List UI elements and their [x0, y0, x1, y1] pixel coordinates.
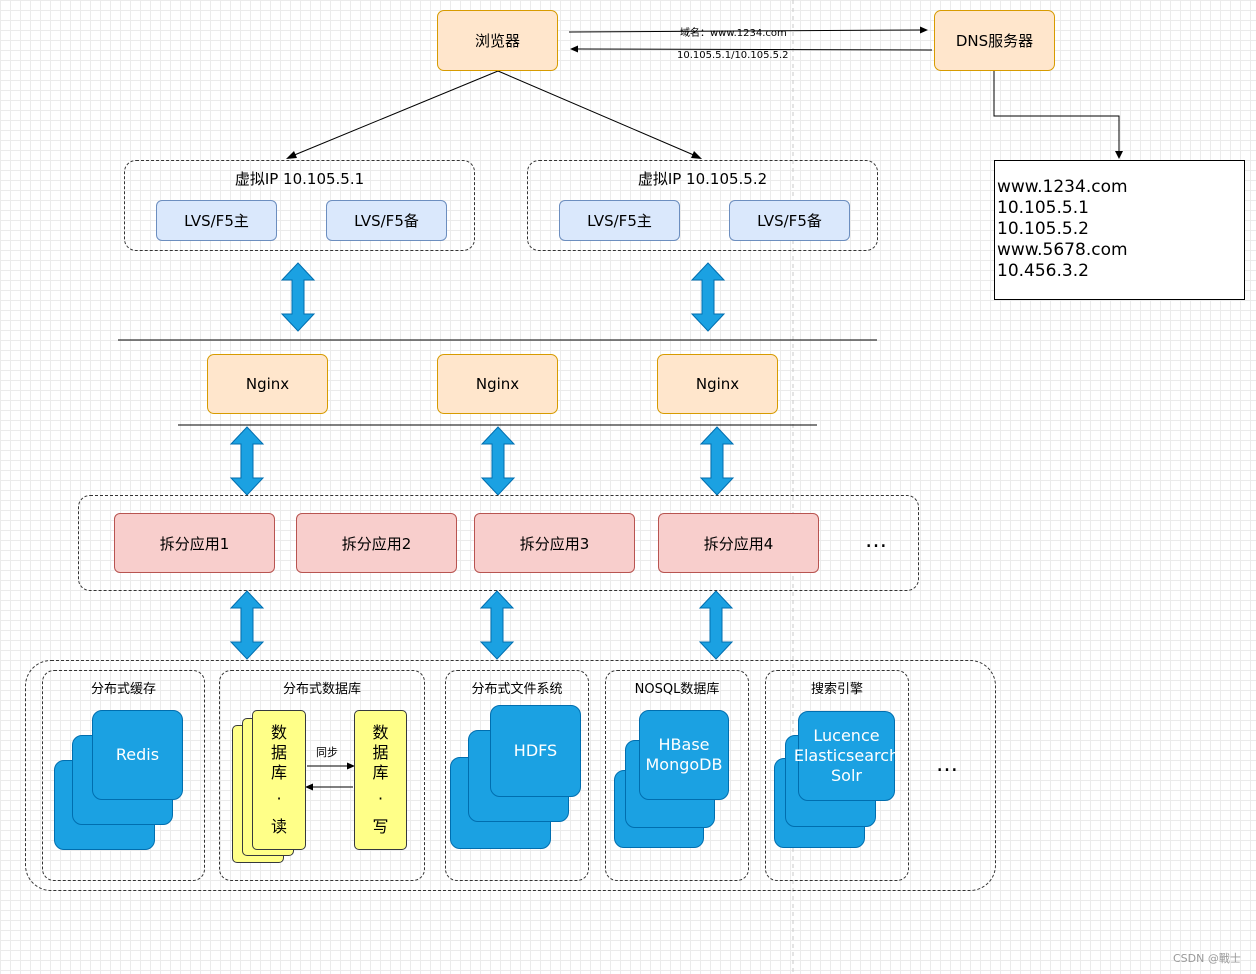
dns-record: 10.105.5.2 [997, 219, 1089, 239]
cache-group: 分布式缓存 [42, 670, 205, 881]
dns-record: www.1234.com [997, 177, 1128, 197]
dns-records-table: www.1234.com 10.105.5.1 10.105.5.2 www.5… [994, 160, 1245, 300]
double-arrow-icon [480, 590, 514, 660]
apps-group [78, 495, 919, 591]
redis-node[interactable]: Redis [92, 710, 183, 800]
search-item: Elasticsearch [793, 746, 900, 765]
services-ellipsis: … [936, 752, 959, 777]
nosql-node[interactable]: HBase MongoDB [639, 710, 729, 800]
vip-group-title: 虚拟IP 10.105.5.2 [637, 170, 768, 188]
char: · [377, 789, 384, 808]
char: 数 [372, 723, 389, 742]
search-node[interactable]: Lucence Elasticsearch Solr [794, 711, 899, 801]
dns-server-node[interactable]: DNS服务器 [934, 10, 1055, 71]
search-group: 搜索引擎 [765, 670, 909, 881]
char: · [276, 789, 282, 808]
sync-label: 同步 [316, 746, 338, 759]
nosql-item: HBase [658, 735, 710, 754]
filesystem-title: 分布式文件系统 [471, 682, 563, 697]
search-item: Lucence [813, 726, 880, 745]
dns-record: 10.105.5.1 [997, 198, 1089, 218]
double-arrow-icon [281, 262, 315, 332]
db-write-label: 数 据 库 · 写 [355, 723, 406, 837]
double-arrow-icon [230, 590, 264, 660]
double-arrow-icon [699, 590, 733, 660]
search-item: Solr [831, 766, 862, 785]
watermark: CSDN @戰士 [1173, 952, 1241, 965]
dns-record: 10.456.3.2 [997, 261, 1089, 281]
database-title: 分布式数据库 [282, 682, 361, 697]
app-node-4[interactable]: 拆分应用4 [658, 513, 819, 573]
app-node-2[interactable]: 拆分应用2 [296, 513, 457, 573]
lvs-primary-node[interactable]: LVS/F5主 [156, 200, 277, 241]
services-group [25, 660, 996, 891]
nosql-title: NOSQL数据库 [634, 682, 720, 697]
double-arrow-icon [700, 426, 734, 496]
nginx-node-2[interactable]: Nginx [437, 354, 558, 414]
double-arrow-icon [230, 426, 264, 496]
char: 读 [270, 817, 287, 836]
db-read-node[interactable]: 数 据 库 · 读 [252, 710, 306, 850]
vip-group-2: 虚拟IP 10.105.5.2 LVS/F5主 LVS/F5备 [527, 160, 878, 251]
double-arrow-icon [691, 262, 725, 332]
domain-request-label: 域名：www.1234.com [680, 28, 787, 39]
char: 数 [270, 723, 287, 742]
char: 库 [270, 763, 287, 782]
nginx-node-1[interactable]: Nginx [207, 354, 328, 414]
filesystem-group: 分布式文件系统 [445, 670, 589, 881]
apps-ellipsis: … [865, 528, 888, 553]
vip-group-1: 虚拟IP 10.105.5.1 LVS/F5主 LVS/F5备 [124, 160, 475, 251]
cache-title: 分布式缓存 [90, 682, 156, 697]
double-arrow-icon [481, 426, 515, 496]
db-read-label: 数 据 库 · 读 [253, 723, 305, 837]
lvs-backup-node[interactable]: LVS/F5备 [326, 200, 447, 241]
ip-response-label: 10.105.5.1/10.105.5.2 [677, 50, 789, 61]
nginx-node-3[interactable]: Nginx [657, 354, 778, 414]
database-group: 分布式数据库 [219, 670, 425, 881]
vip-group-title: 虚拟IP 10.105.5.1 [234, 170, 365, 188]
db-write-node[interactable]: 数 据 库 · 写 [354, 710, 407, 850]
search-title: 搜索引擎 [810, 682, 863, 697]
char: 据 [372, 743, 389, 762]
nosql-group: NOSQL数据库 [605, 670, 749, 881]
nosql-item: MongoDB [645, 755, 723, 774]
browser-node[interactable]: 浏览器 [437, 10, 558, 71]
lvs-backup-node[interactable]: LVS/F5备 [729, 200, 850, 241]
char: 库 [372, 763, 389, 782]
lvs-primary-node[interactable]: LVS/F5主 [559, 200, 680, 241]
char: 写 [372, 817, 389, 836]
app-node-3[interactable]: 拆分应用3 [474, 513, 635, 573]
dns-record: www.5678.com [997, 240, 1128, 260]
hdfs-node[interactable]: HDFS [490, 705, 581, 797]
app-node-1[interactable]: 拆分应用1 [114, 513, 275, 573]
char: 据 [270, 743, 287, 762]
